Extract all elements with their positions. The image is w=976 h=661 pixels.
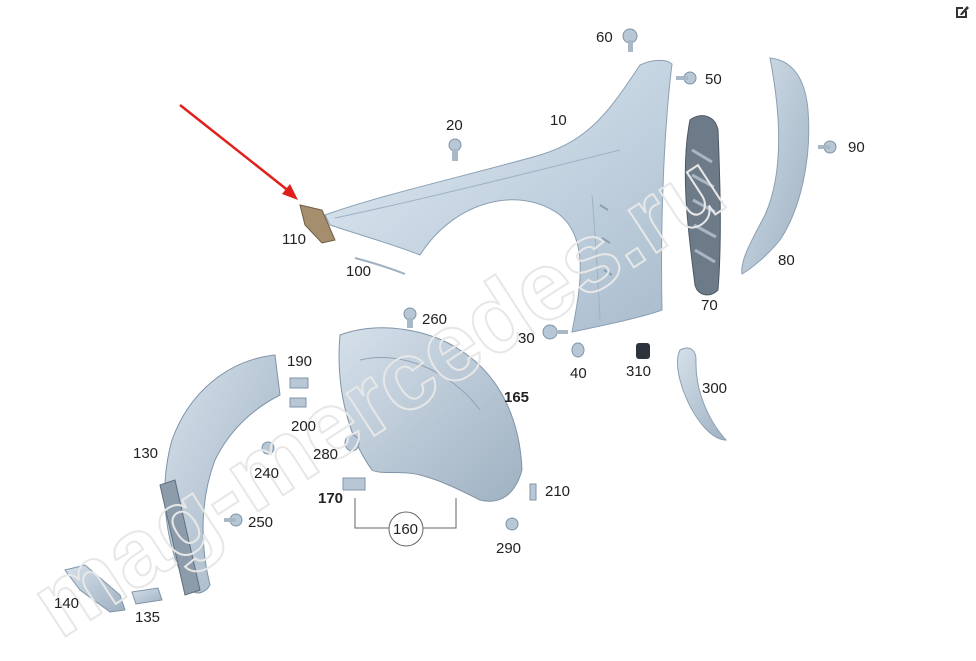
edit-icon[interactable] <box>954 4 970 20</box>
fastener-50[interactable] <box>676 71 697 85</box>
fastener-240[interactable] <box>261 441 275 455</box>
callout-70[interactable]: 70 <box>701 297 718 314</box>
fastener-290[interactable] <box>505 517 519 531</box>
callout-280[interactable]: 280 <box>313 446 339 463</box>
callout-250[interactable]: 250 <box>248 514 274 531</box>
fastener-190[interactable] <box>289 377 309 389</box>
callout-300[interactable]: 300 <box>702 380 728 397</box>
highlight-arrow <box>179 104 291 193</box>
inner-bracket-part[interactable] <box>741 57 810 275</box>
callout-30[interactable]: 30 <box>518 330 535 347</box>
fastener-60[interactable] <box>622 28 638 52</box>
callout-210[interactable]: 210 <box>545 483 571 500</box>
callout-110[interactable]: 110 <box>282 231 306 248</box>
callout-130[interactable]: 130 <box>133 445 159 462</box>
fastener-20[interactable] <box>448 138 462 161</box>
callout-160[interactable]: 160 <box>393 521 419 538</box>
callout-50[interactable]: 50 <box>705 71 722 88</box>
fastener-30[interactable] <box>542 324 568 340</box>
callout-240[interactable]: 240 <box>254 465 280 482</box>
fastener-260[interactable] <box>403 307 417 328</box>
bracket-140-part[interactable] <box>64 564 126 613</box>
moulding-part[interactable] <box>677 347 728 441</box>
fastener-210[interactable] <box>529 483 537 501</box>
bracket-part[interactable] <box>299 204 336 244</box>
wheel-liner-front-part[interactable] <box>164 354 281 594</box>
fastener-310[interactable] <box>636 343 650 359</box>
fastener-170[interactable] <box>342 477 366 491</box>
group-circle-160 <box>388 511 424 547</box>
trim-strip-part[interactable] <box>354 257 406 275</box>
callout-165[interactable]: 165 <box>504 389 530 406</box>
fastener-250[interactable] <box>224 513 243 527</box>
callout-140[interactable]: 140 <box>54 595 80 612</box>
callout-135[interactable]: 135 <box>135 609 161 626</box>
callout-90[interactable]: 90 <box>848 139 865 156</box>
callout-170[interactable]: 170 <box>318 490 344 507</box>
wheel-liner-rear-part[interactable] <box>338 327 523 502</box>
callout-10[interactable]: 10 <box>550 112 567 129</box>
callout-310[interactable]: 310 <box>626 363 652 380</box>
callout-60[interactable]: 60 <box>596 29 613 46</box>
callout-260[interactable]: 260 <box>422 311 448 328</box>
callout-40[interactable]: 40 <box>570 365 587 382</box>
callout-290[interactable]: 290 <box>496 540 522 557</box>
bracket-135-part[interactable] <box>131 587 163 605</box>
fender-part[interactable] <box>324 59 673 333</box>
highlight-arrow-head <box>282 184 298 200</box>
callout-190[interactable]: 190 <box>287 353 313 370</box>
fastener-280[interactable] <box>344 434 360 452</box>
fastener-40[interactable] <box>571 342 585 358</box>
callout-20[interactable]: 20 <box>446 117 463 134</box>
fastener-200[interactable] <box>289 397 307 408</box>
callout-100[interactable]: 100 <box>346 263 372 280</box>
callout-80[interactable]: 80 <box>778 252 795 269</box>
callout-200[interactable]: 200 <box>291 418 317 435</box>
fastener-90[interactable] <box>818 140 837 154</box>
